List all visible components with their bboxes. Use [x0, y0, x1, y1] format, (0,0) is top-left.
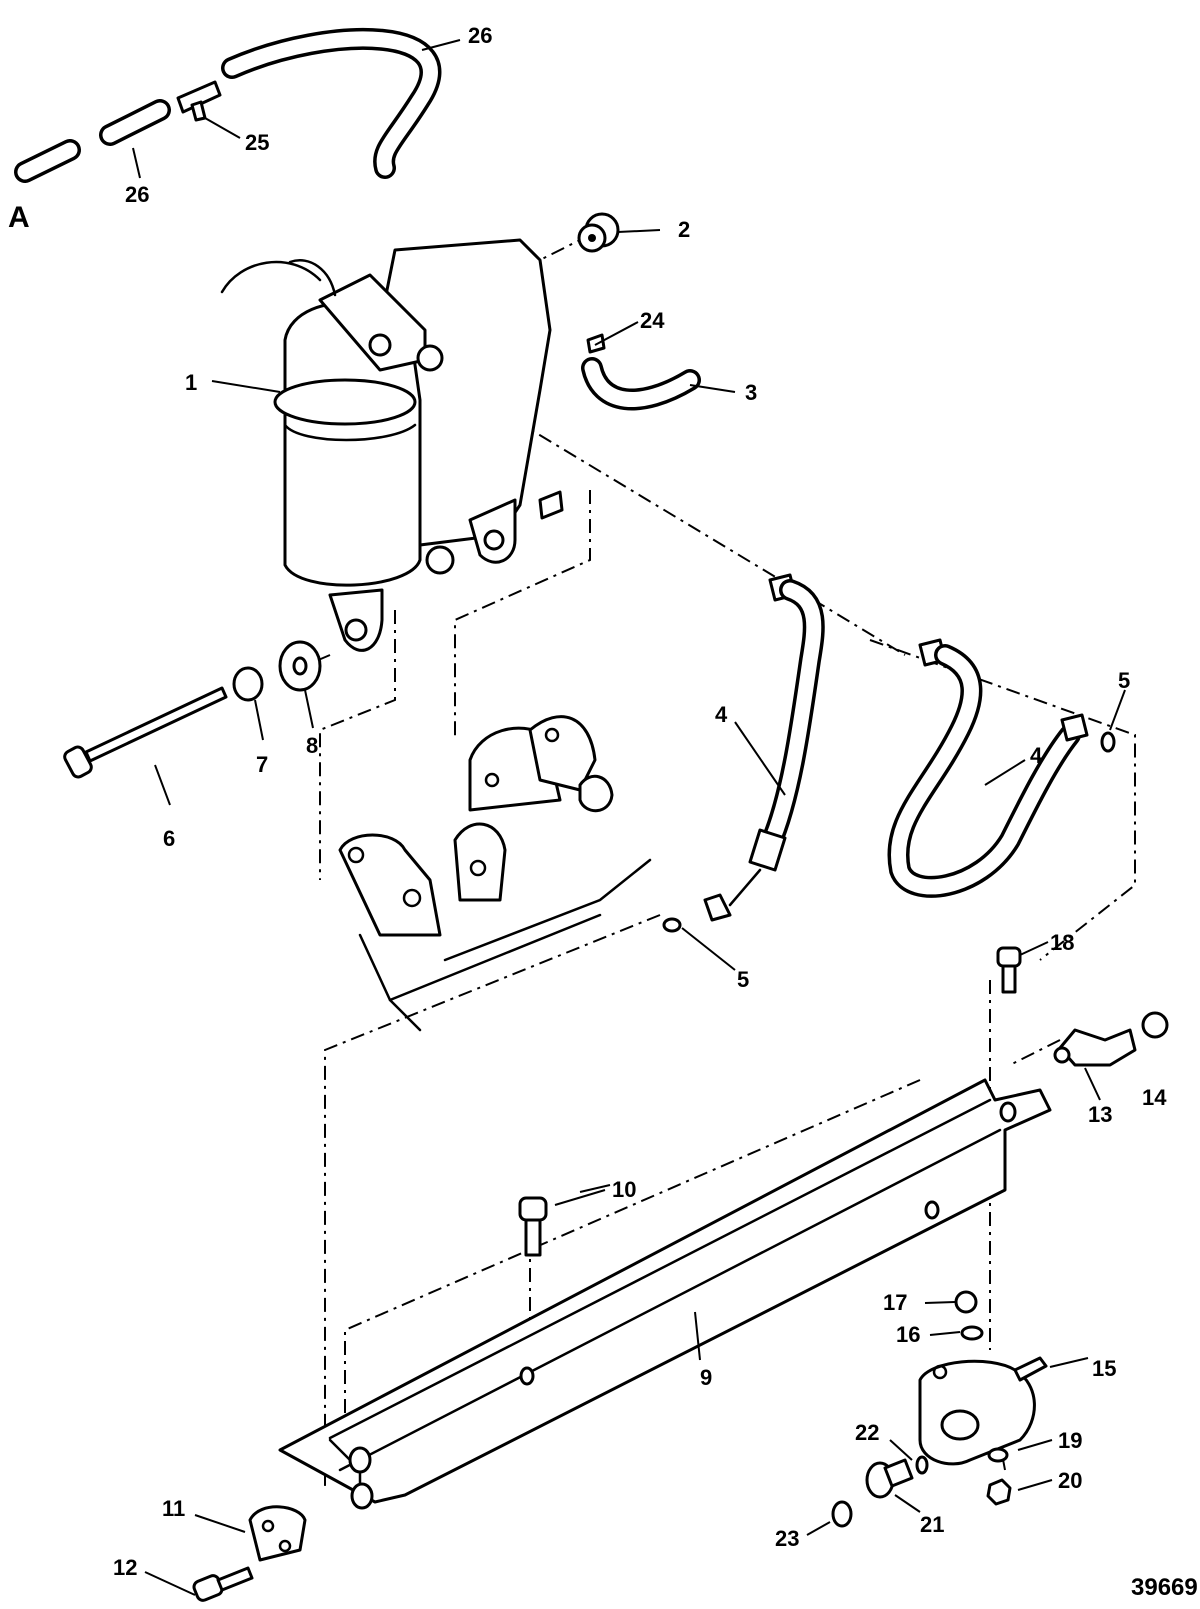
callout-10: 10: [612, 1177, 636, 1202]
callout-8: 8: [306, 733, 318, 758]
callout-13: 13: [1088, 1102, 1112, 1127]
section-label: A: [8, 201, 30, 234]
o-ring-upper: [1100, 731, 1116, 753]
fuel-filter-assembly: [220, 238, 564, 652]
screw-10: [518, 1196, 548, 1257]
figure-number: 39669: [1131, 1574, 1198, 1601]
vent-hose-with-clamp: [581, 333, 701, 411]
screw-18: [996, 946, 1022, 994]
callout-20: 20: [1058, 1468, 1082, 1493]
callout-5-upper: 5: [1118, 668, 1130, 693]
callout-5-lower: 5: [737, 967, 749, 992]
retaining-clip: [248, 1505, 307, 1562]
callout-12: 12: [113, 1555, 137, 1580]
callout-22: 22: [855, 1420, 879, 1445]
screw-12: [192, 1566, 254, 1602]
callout-26-lower: 26: [125, 182, 149, 207]
callout-labels: 1 2 3 4 4 5 5 6 7 8 9 10 11 12 13 14 15 …: [8, 23, 1198, 1601]
callout-19: 19: [1058, 1428, 1082, 1453]
callout-18: 18: [1050, 930, 1074, 955]
callout-6: 6: [163, 826, 175, 851]
cap-14: [1141, 1011, 1169, 1039]
o-ring-16: [960, 1325, 984, 1341]
nut-17: [954, 1290, 978, 1314]
callout-11: 11: [162, 1496, 185, 1521]
callout-9: 9: [700, 1365, 712, 1390]
callout-14: 14: [1142, 1085, 1167, 1110]
callout-23: 23: [775, 1526, 799, 1551]
callout-21: 21: [920, 1512, 944, 1537]
mounting-bolt-stack: [63, 640, 322, 779]
callout-25: 25: [245, 130, 269, 155]
callout-16: 16: [896, 1322, 920, 1347]
nut-20: [986, 1478, 1012, 1506]
callout-4-left: 4: [715, 702, 728, 727]
callout-2: 2: [678, 217, 690, 242]
o-ring-lower: [662, 917, 682, 933]
callout-17: 17: [883, 1290, 907, 1315]
callout-7: 7: [256, 752, 268, 777]
leader-lines: [132, 39, 1126, 1596]
o-ring-22: [915, 1455, 929, 1475]
grommet-upper: [577, 212, 620, 253]
washer-19: [987, 1447, 1009, 1463]
callout-24: 24: [640, 308, 665, 333]
pressure-regulator: [918, 1356, 1048, 1466]
callout-1: 1: [185, 370, 197, 395]
temperature-sender: [1053, 1028, 1137, 1067]
fuel-line-left: [703, 573, 825, 922]
fitting-21: [865, 1458, 914, 1499]
callout-3: 3: [745, 380, 757, 405]
fuel-line-right: [887, 638, 1089, 898]
callout-4-right: 4: [1030, 743, 1043, 768]
callout-26-upper: 26: [468, 23, 492, 48]
callout-15: 15: [1092, 1356, 1116, 1381]
hose-assembly-a: [14, 27, 442, 183]
fuel-rail-bracket: [278, 1078, 1052, 1510]
o-ring-23: [831, 1500, 853, 1528]
engine-mount-bracket: [338, 715, 652, 1032]
